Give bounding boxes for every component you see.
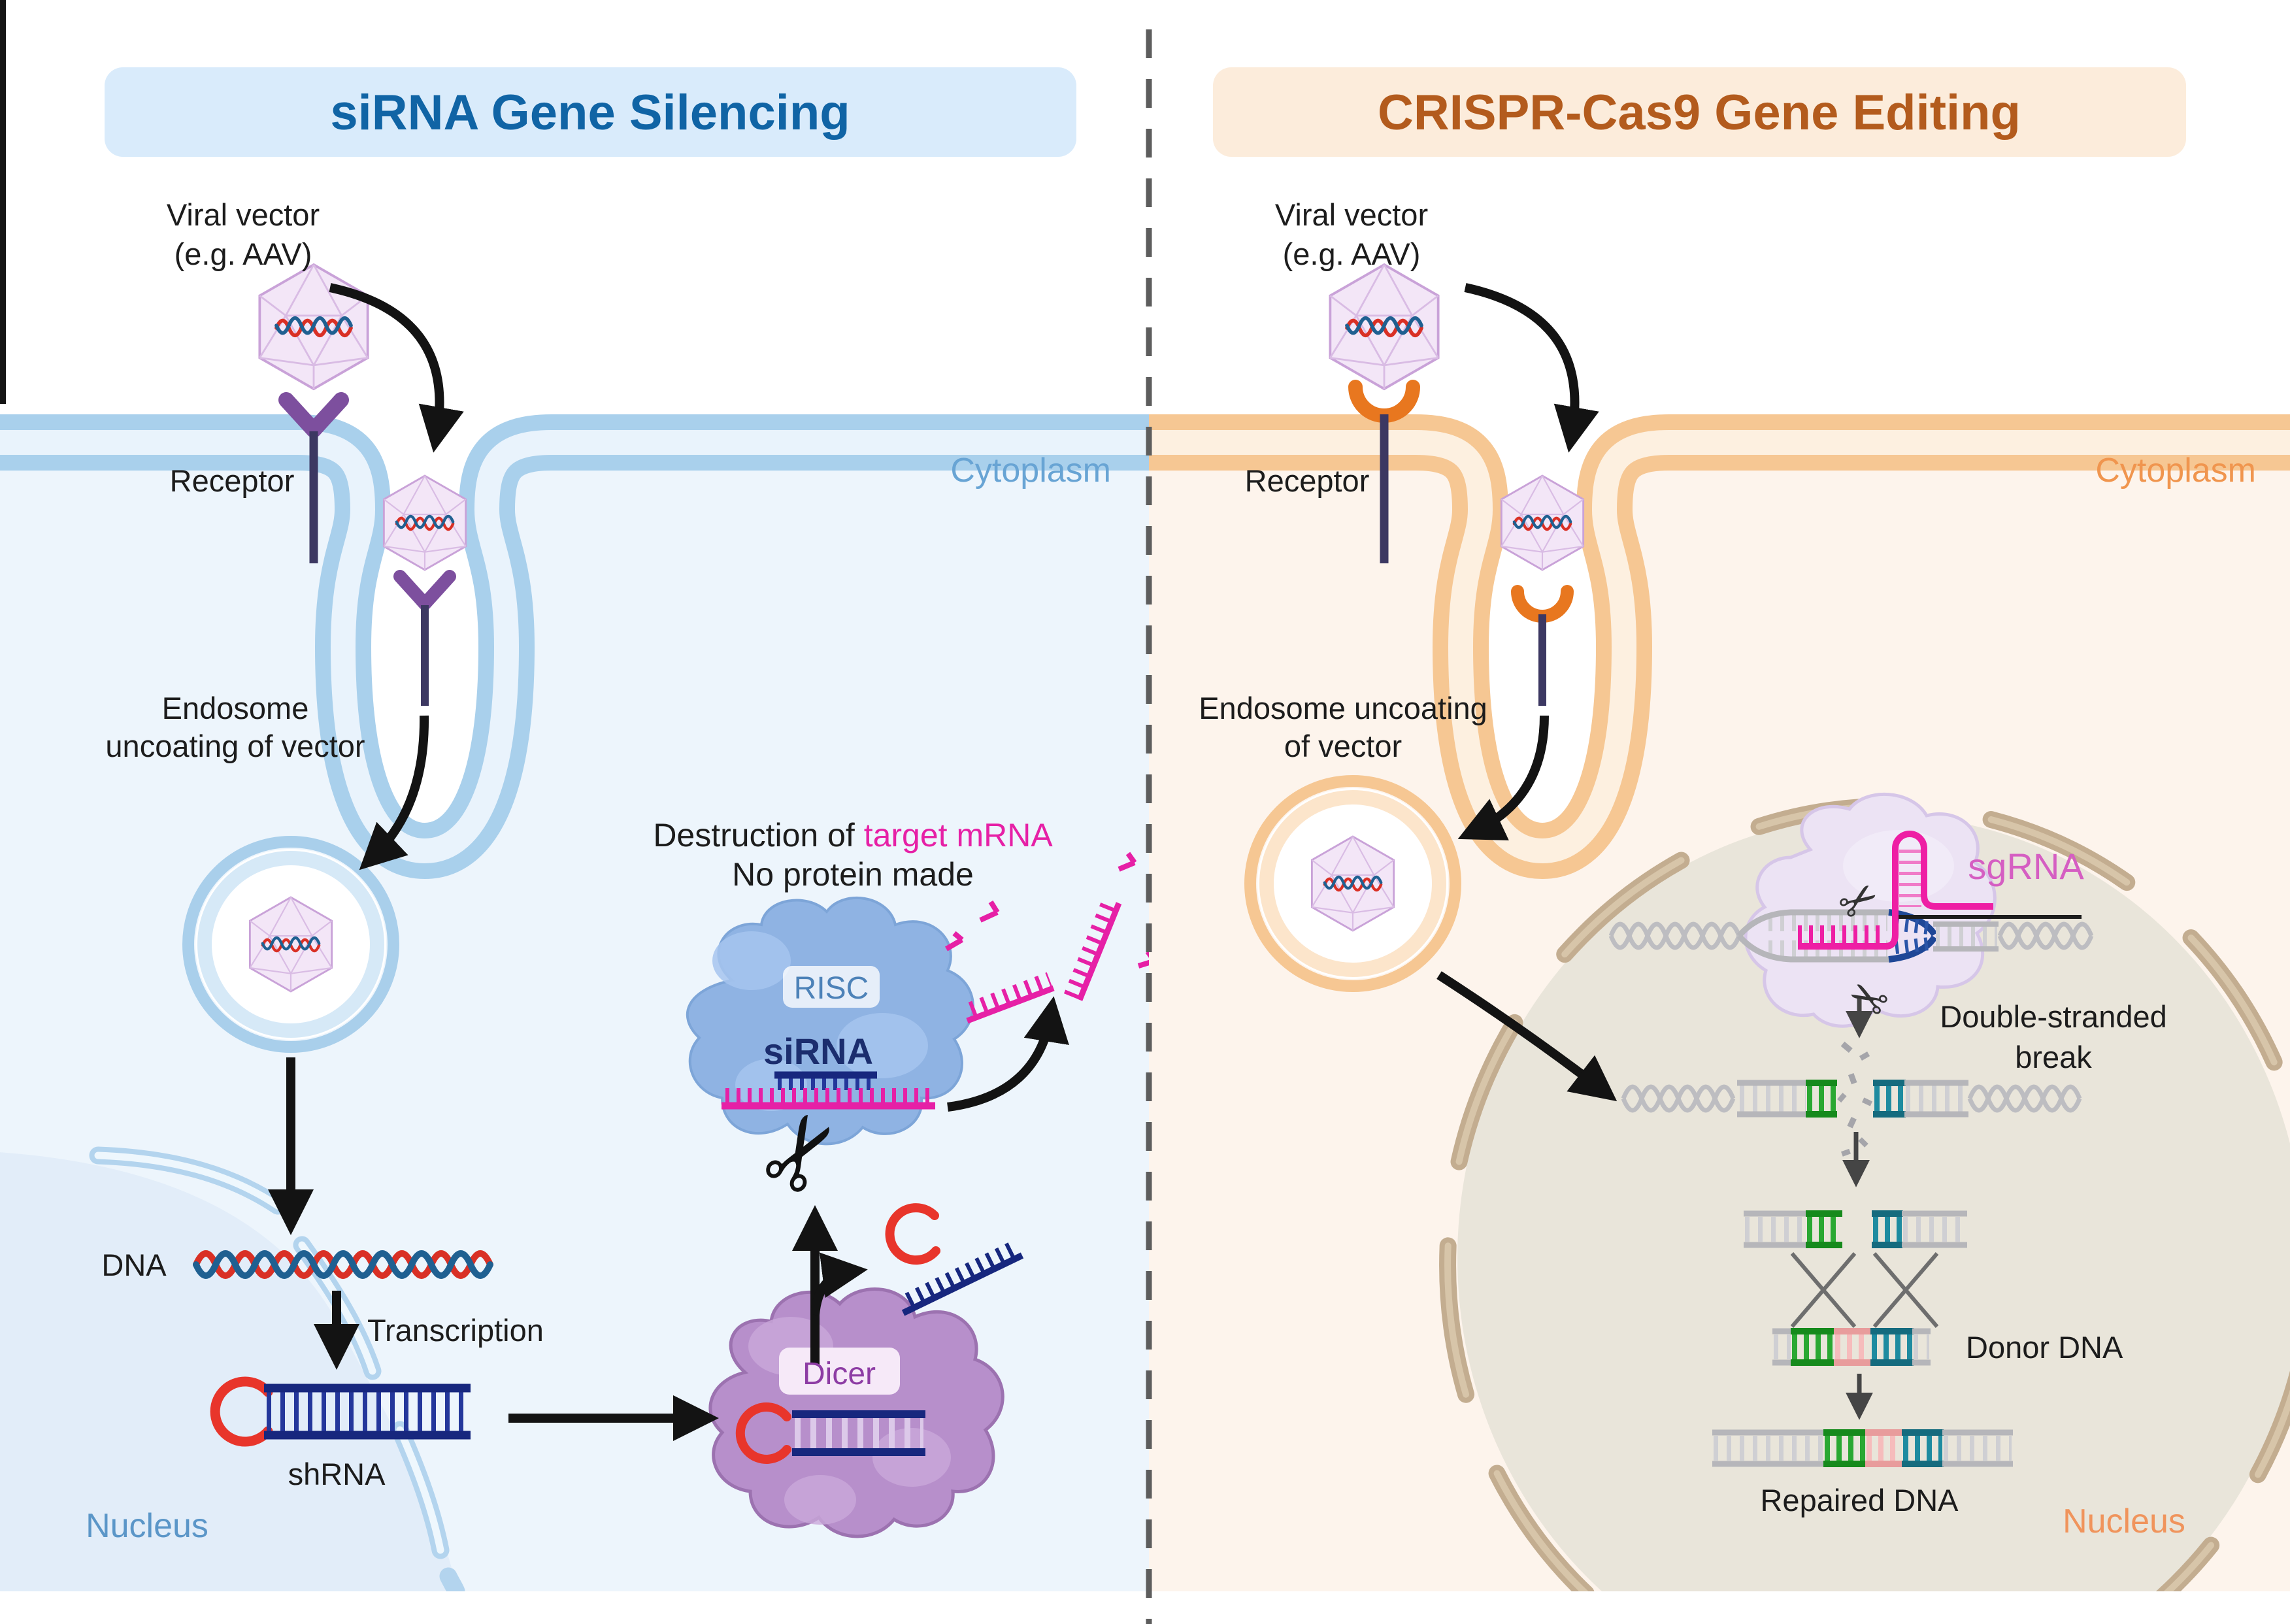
repaired-dna-icon (1712, 1429, 2013, 1467)
destruction-prefix: Destruction of (653, 817, 863, 853)
process-arrows-left (268, 283, 1069, 1441)
sirna-label: siRNA (763, 1031, 873, 1072)
donor-dna-icon (1772, 1328, 1931, 1366)
endosome-label-right-1: Endosome uncoating (1199, 691, 1487, 725)
no-protein-label: No protein made (732, 856, 974, 893)
risc-complex: ✂ (686, 897, 974, 1216)
receptor-icon-right (1348, 380, 1420, 423)
dicer-label: Dicer (803, 1357, 876, 1391)
endosome-right (1244, 775, 1461, 992)
receptor-icon-left (278, 392, 349, 438)
nucleus-right (1439, 797, 2290, 1591)
endosome-label-left-2: uncoating of vector (105, 729, 365, 763)
loop-icon (885, 1203, 940, 1265)
dicer-enzyme (708, 1287, 1004, 1538)
shrna-icon (210, 1376, 471, 1447)
arrow-pit-to-endosome-left (359, 715, 429, 870)
dsb-label-2: break (2015, 1040, 2092, 1074)
dna-helix-icon (193, 1250, 493, 1279)
receptor-label-left: Receptor (170, 463, 295, 498)
cytoplasm-label-left: Cytoplasm (950, 452, 1111, 489)
dna-label: DNA (101, 1248, 167, 1282)
dicer-shrna-loop-icon (735, 1402, 791, 1464)
arrow-virus-to-pit-left (329, 283, 464, 453)
title-box-left (105, 67, 1076, 157)
destruction-label: Destruction of target mRNA (653, 817, 1053, 853)
left-title: siRNA Gene Silencing (330, 85, 850, 141)
arrow-risc-to-fragments (947, 996, 1069, 1112)
risc-label-box (783, 966, 880, 1008)
title-box-right (1213, 67, 2186, 157)
arrow-discard-branch (810, 1252, 868, 1316)
nucleus-label-right: Nucleus (2063, 1502, 2185, 1540)
nucleus-label-left: Nucleus (86, 1507, 208, 1545)
endosome-left (182, 836, 399, 1053)
destruction-highlight: target mRNA (864, 817, 1054, 853)
viral-vector-label-left-2: (e.g. AAV) (174, 237, 312, 271)
viral-vector-label-right-2: (e.g. AAV) (1283, 237, 1421, 271)
endosome-label-left-1: Endosome (162, 691, 309, 725)
sirna-panel: ✂ (0, 67, 1157, 1591)
double-strand-break-dna (1621, 1041, 2082, 1157)
viral-vector-capsid-icon (259, 265, 367, 389)
donor-dna-label: Donor DNA (1966, 1330, 2123, 1365)
recombination-crossover (1790, 1252, 1939, 1328)
arrow-virus-to-pit-right (1464, 283, 1599, 453)
viral-vector-label-right-1: Viral vector (1275, 197, 1428, 232)
right-title: CRISPR-Cas9 Gene Editing (1378, 85, 2021, 141)
arrow-pit-to-endosome-right (1457, 715, 1549, 840)
receptor-label-right: Receptor (1245, 463, 1370, 498)
cleaved-loop-and-strand (885, 1203, 1024, 1316)
cytoplasm-label-right: Cytoplasm (2095, 452, 2256, 489)
dna-debris (1837, 1041, 1873, 1157)
broken-dna-ends (1744, 1210, 1967, 1248)
risc-label: RISC (794, 971, 869, 1006)
pit-receptor-icon-left (393, 570, 456, 610)
cas9-complex: ✂ ✂ (1608, 792, 2094, 1029)
viral-vector-label-left-1: Viral vector (167, 197, 320, 232)
repair-arrows (1842, 999, 1873, 1420)
mrna-fragments (944, 852, 1157, 1024)
arrow-endosome-to-nucleus (1436, 971, 1618, 1102)
dsb-label-1: Double-stranded (1940, 999, 2167, 1034)
transcription-label: Transcription (367, 1313, 544, 1348)
nucleus-left (0, 1146, 465, 1591)
sgrna-label: sgRNA (1968, 846, 2084, 887)
crispr-panel: ✂ ✂ (1149, 67, 2290, 1591)
repaired-dna-label: Repaired DNA (1760, 1483, 1959, 1517)
viral-vector-capsid-icon-right (1330, 265, 1438, 389)
dicer-label-box (779, 1348, 900, 1395)
process-arrows-right (1436, 283, 1618, 1102)
sgrna-icon (1798, 831, 1993, 950)
left-edge-border (0, 0, 6, 404)
shrna-label: shRNA (288, 1457, 386, 1491)
endosome-label-right-2: of vector (1284, 729, 1402, 763)
